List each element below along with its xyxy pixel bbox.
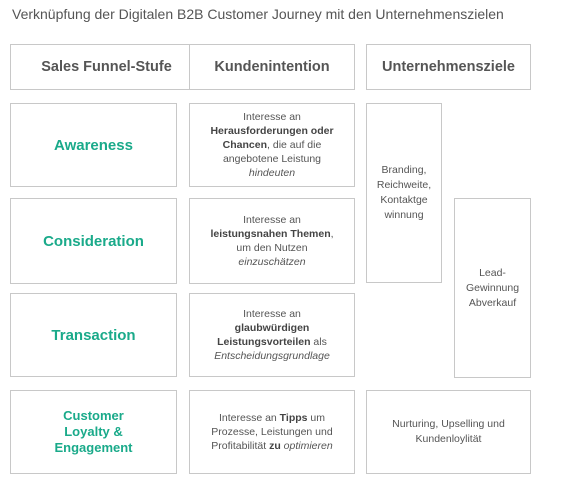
intent-awareness-line-4: angebotene Leistung	[222, 153, 322, 165]
intent-awareness: Interesse an Herausforderungen oder Chan…	[189, 103, 355, 187]
goal-branding: Branding, Reichweite, Kontaktge winnung	[366, 103, 442, 283]
intent-transaction: Interesse an glaubwürdigen Leistungsvort…	[189, 293, 355, 377]
intent-loyalty-line-2: um	[307, 412, 325, 424]
intent-loyalty-italic: optimieren	[280, 440, 333, 452]
goal-branding-line-4: winnung	[384, 209, 424, 221]
goal-branding-line-1: Branding,	[381, 164, 427, 176]
intent-loyalty: Interesse an Tipps um Prozesse, Leistung…	[189, 390, 355, 474]
intent-transaction-italic: Entscheidungsgrundlage	[214, 350, 330, 362]
intent-consideration-italic: einzuschätzen	[238, 256, 306, 268]
goal-lead-line-1: Lead-	[479, 266, 506, 279]
stage-loyalty-line-2: Loyalty &	[64, 424, 123, 439]
goal-lead-line-2: Gewinnung	[465, 281, 520, 294]
goal-nurturing-line-1: Nurturing, Upselling und	[392, 418, 505, 430]
intent-loyalty-line-3: Prozesse, Leistungen und	[211, 426, 333, 438]
diagram-title: Verknüpfung der Digitalen B2B Customer J…	[12, 6, 504, 22]
intent-consideration: Interesse an leistungsnahen Themen, um d…	[189, 198, 355, 284]
goal-lead-line-3: Abverkauf	[468, 296, 517, 309]
intent-loyalty-line-4: Profitabilität	[211, 440, 270, 452]
intent-loyalty-line-1: Interesse an	[218, 412, 280, 424]
intent-transaction-line-3: als	[310, 336, 327, 348]
goal-nurturing-line-2: Kundenloylität	[415, 433, 482, 445]
goal-branding-line-3: Kontaktge	[380, 194, 428, 206]
intent-consideration-line-1: Interesse an	[243, 214, 301, 226]
goal-branding-line-2: Reichweite,	[376, 179, 432, 191]
stage-consideration-label: Consideration	[43, 232, 144, 250]
intent-awareness-bold-2: Chancen	[222, 139, 268, 151]
stage-awareness-label: Awareness	[54, 136, 133, 154]
goal-nurturing: Nurturing, Upselling und Kundenloylität	[366, 390, 531, 474]
stage-loyalty-line-3: Engagement	[54, 440, 133, 455]
stage-transaction: Transaction	[10, 293, 177, 377]
intent-transaction-bold-2: Leistungsvorteilen	[217, 336, 311, 348]
intent-loyalty-bold-2: zu	[269, 440, 281, 452]
header-stage: Sales Funnel-Stufe	[10, 44, 203, 90]
header-intent-label: Kundenintention	[214, 59, 330, 75]
stage-awareness: Awareness	[10, 103, 177, 187]
header-intent: Kundenintention	[189, 44, 355, 90]
intent-loyalty-bold-1: Tipps	[279, 412, 308, 424]
intent-awareness-bold-1: Herausforderungen oder	[210, 125, 334, 137]
intent-consideration-line-2: ,	[330, 228, 334, 240]
intent-awareness-line-1: Interesse an	[243, 111, 301, 123]
intent-awareness-italic: hindeuten	[248, 167, 296, 179]
stage-loyalty-line-1: Customer	[63, 408, 124, 423]
header-stage-label: Sales Funnel-Stufe	[41, 59, 172, 75]
intent-transaction-line-1: Interesse an	[243, 308, 301, 320]
stage-consideration: Consideration	[10, 198, 177, 284]
stage-loyalty: Customer Loyalty & Engagement	[10, 390, 177, 474]
intent-consideration-bold-1: leistungsnahen Themen	[210, 228, 331, 240]
intent-consideration-line-3: um den Nutzen	[236, 242, 308, 254]
stage-transaction-label: Transaction	[51, 326, 136, 344]
goal-lead: Lead- Gewinnung Abverkauf	[454, 198, 531, 378]
intent-transaction-bold-1: glaubwürdigen	[234, 322, 310, 334]
header-goals: Unternehmensziele	[366, 44, 531, 90]
header-goals-label: Unternehmensziele	[382, 59, 515, 75]
intent-awareness-line-3: , die auf die	[267, 139, 322, 151]
